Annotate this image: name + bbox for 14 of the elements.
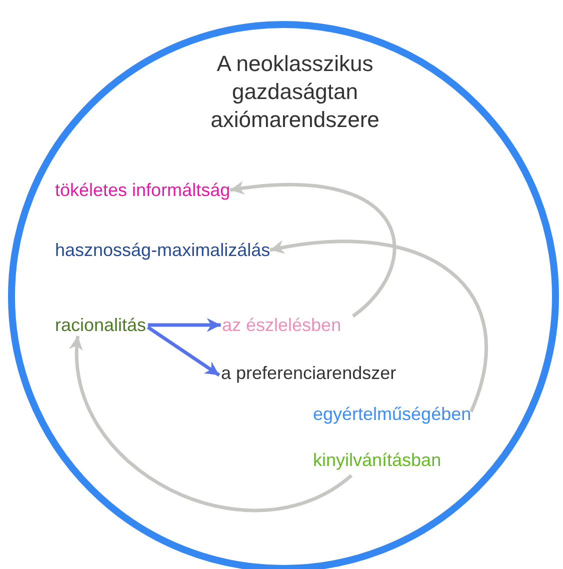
heading-text: A neoklasszikus gazdaságtan axiómarendszere: [210, 50, 380, 134]
concept-label: hasznosság-maximalizálás: [55, 239, 270, 261]
circle-outline: [8, 21, 559, 569]
concept-label: egyértelműségében: [313, 403, 472, 425]
arrow: [230, 181, 396, 318]
concept-label: a preferenciarendszer: [221, 362, 396, 384]
arrow: [148, 318, 221, 332]
concept-label: kinyilvánításban: [313, 449, 442, 471]
concept-label: racionalitás: [55, 314, 146, 336]
concept-label: az észlelésben: [222, 314, 342, 336]
arrow: [270, 240, 488, 412]
concept-label: tökéletes informáltság: [55, 179, 230, 201]
arrow: [70, 336, 352, 512]
arrow: [146, 326, 220, 377]
